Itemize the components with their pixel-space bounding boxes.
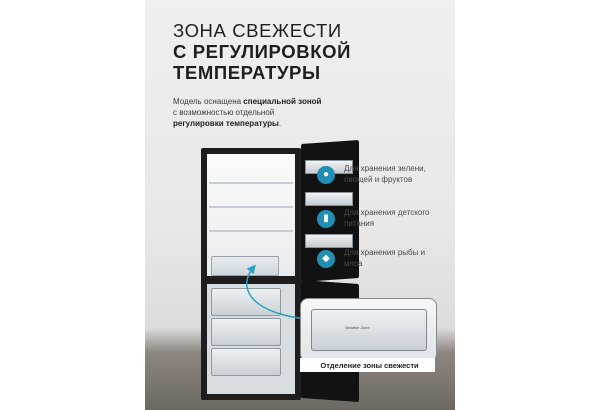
refrigerator-image — [187, 138, 359, 403]
closeup-caption: Отделение зоны свежести — [320, 361, 419, 370]
description-text: Модель оснащена — [173, 97, 244, 106]
freezer-drawer — [211, 318, 281, 346]
fridge-compartment — [207, 154, 295, 276]
freshness-zone-drawer-closeup — [311, 309, 427, 351]
description-highlight: специальной зоной — [243, 97, 322, 106]
fridge-shelf — [209, 206, 293, 208]
feature-item: ▮ Для хранения детского питания — [317, 208, 442, 238]
apple-icon: ● — [317, 166, 335, 184]
headline: ЗОНА СВЕЖЕСТИ С РЕГУЛИРОВКОЙ ТЕМПЕРАТУРЫ — [173, 20, 443, 83]
feature-text: Для хранения детского питания — [344, 208, 430, 228]
freezer-drawer — [211, 288, 281, 316]
fridge-shelf — [209, 230, 293, 232]
variable-zone-logo: Variable Zone — [345, 325, 370, 330]
description: Модель оснащена специальной зоной с возм… — [173, 96, 403, 129]
headline-line-2: С РЕГУЛИРОВКОЙ — [173, 41, 351, 62]
headline-line-1: ЗОНА СВЕЖЕСТИ — [173, 20, 342, 41]
freshness-zone-drawer — [211, 256, 279, 276]
freezer-drawer — [211, 348, 281, 376]
feature-text: Для хранения рыбы и мяса — [344, 248, 426, 268]
description-highlight: регулировки температуры — [173, 119, 279, 128]
feature-item: ◆ Для хранения рыбы и мяса — [317, 248, 442, 278]
freshness-zone-closeup: Variable Zone — [300, 298, 437, 362]
feature-item: ● Для хранения зелени, овощей и фруктов — [317, 164, 442, 194]
description-text: . — [278, 119, 282, 128]
description-text: с возможностью отдельной — [173, 108, 275, 117]
baby-bottle-icon: ▮ — [317, 210, 335, 228]
door-bin — [305, 192, 353, 206]
fish-icon: ◆ — [317, 250, 335, 268]
feature-text: Для хранения зелени, овощей и фруктов — [344, 164, 426, 184]
fridge-shelf — [209, 182, 293, 184]
promo-panel: ЗОНА СВЕЖЕСТИ С РЕГУЛИРОВКОЙ ТЕМПЕРАТУРЫ… — [145, 0, 455, 410]
door-bin — [305, 234, 353, 248]
headline-line-3: ТЕМПЕРАТУРЫ — [173, 62, 321, 83]
